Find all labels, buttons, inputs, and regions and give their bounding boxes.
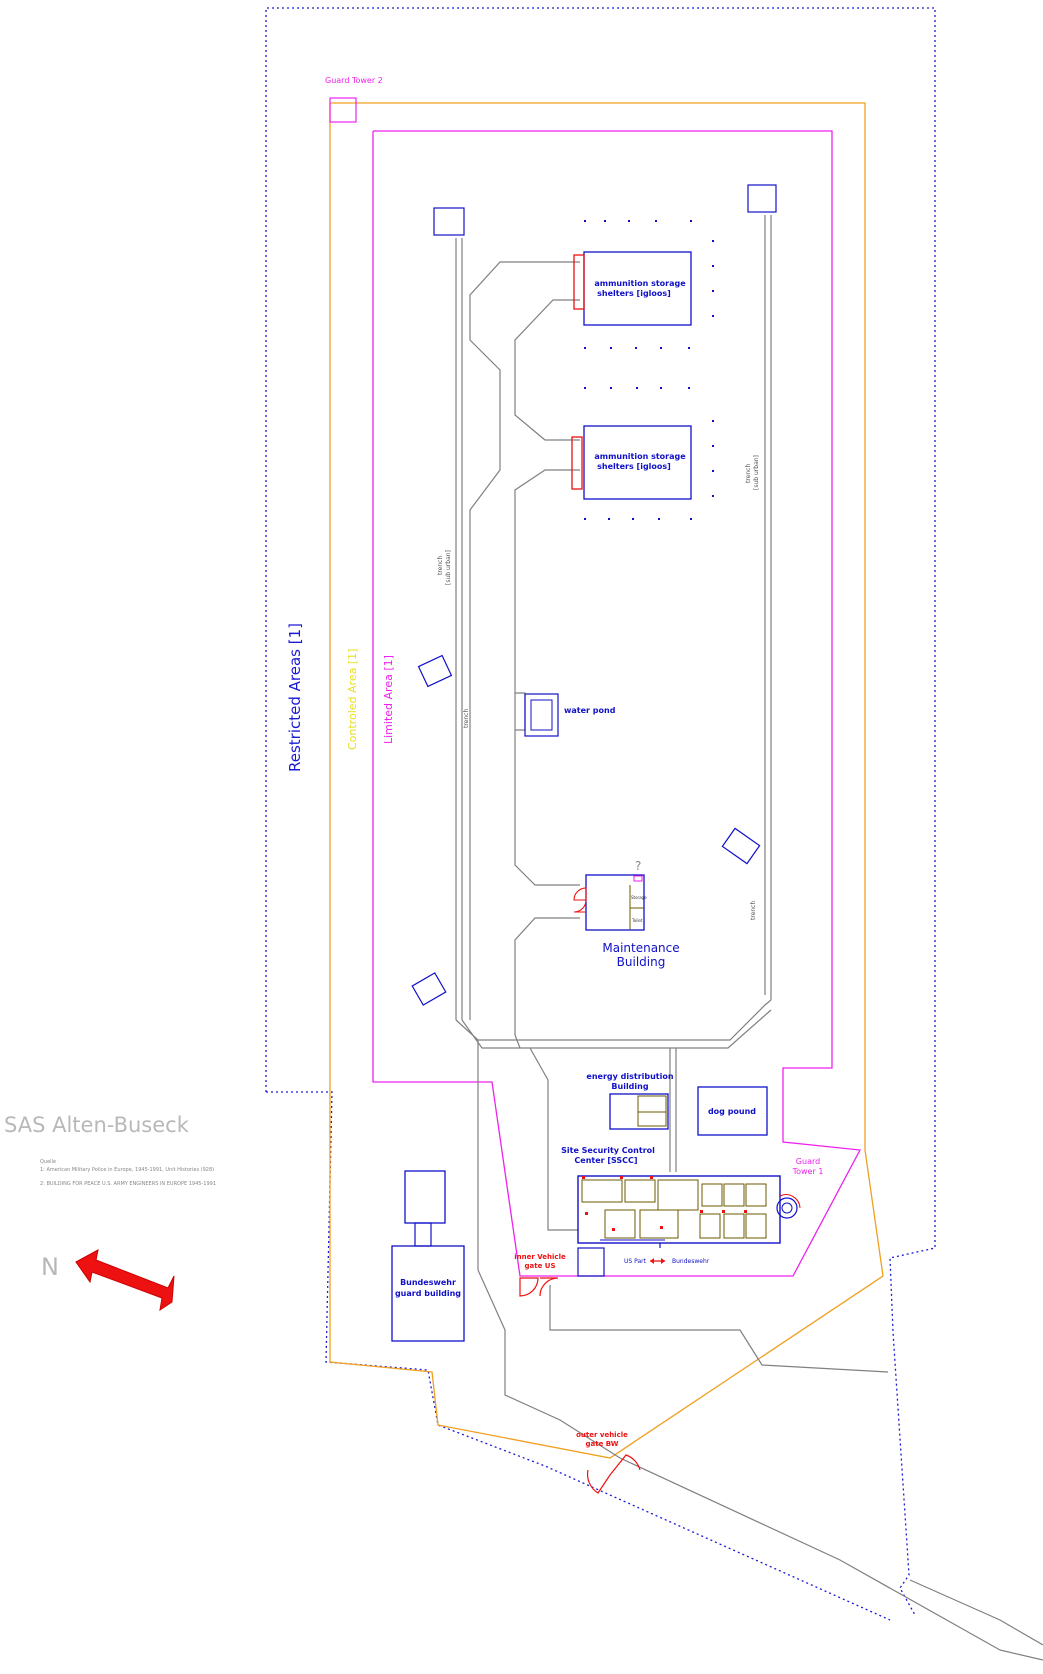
north-label: N (41, 1253, 59, 1281)
trench-left-label-1: trench (437, 556, 444, 575)
limited-area-boundary (372, 130, 862, 1277)
igloo-b-label-2: shelters [igloos] (597, 462, 671, 471)
bundeswehr-guard-building (391, 1245, 465, 1342)
controlled-area-boundary (329, 102, 884, 1459)
maintenance-toilet-label: Toilet (631, 918, 643, 923)
sources-line-1: 1: American Military Police in Europe, 1… (40, 1167, 214, 1173)
light-mast-5 (411, 972, 447, 1006)
energy-label-2: Building (611, 1082, 648, 1091)
dog-pound (697, 1086, 768, 1136)
light-mast-4 (721, 827, 761, 865)
us-part-label: US Part (624, 1258, 647, 1265)
water-pond-inner (530, 699, 553, 731)
igloo-a-label-1: ammunition storage (594, 279, 686, 288)
guard-tower-2-label: Guard Tower 2 (325, 76, 383, 85)
energy-label-1: energy distribution (586, 1072, 673, 1081)
light-mast-3 (417, 654, 453, 688)
trench-right-label-2: [sub urban] (753, 455, 760, 490)
maintenance-storage-label: Storage (631, 895, 647, 900)
guard-tower-2 (329, 97, 357, 123)
guard-tower-1-label-1: Guard (796, 1157, 820, 1166)
inner-gate-label-1: inner Vehicle (514, 1253, 566, 1261)
igloo-a-door (573, 254, 585, 310)
igloo-b-label-1: ammunition storage (594, 452, 686, 461)
maintenance-label-1: Maintenance (602, 941, 679, 955)
inner-gate-label-2: gate US (525, 1262, 556, 1270)
light-mast-2 (747, 184, 777, 213)
bw-connector (414, 1222, 432, 1247)
bw-watch-box (404, 1170, 446, 1224)
water-pond-label: water pond (564, 706, 616, 715)
maintenance-label-2: Building (617, 955, 666, 969)
trench-mid-label: trench (463, 709, 470, 728)
limited-area-label: Limited Area [1] (382, 655, 395, 744)
gate-booth (577, 1247, 605, 1277)
outer-gate-label-1: outer vehicle (576, 1431, 628, 1439)
guard-tower-1-label-2: Tower 1 (792, 1167, 824, 1176)
water-pond (524, 693, 559, 737)
inner-gate (519, 1277, 559, 1297)
road-jog (515, 692, 526, 731)
roads (455, 215, 1043, 1661)
bundeswehr-part-label: Bundeswehr (672, 1258, 710, 1265)
energy-building (609, 1093, 669, 1130)
restricted-area-boundary (265, 7, 936, 1616)
guard-tower-1 (776, 1197, 798, 1219)
trench-left-label-2: [sub urban] (445, 550, 452, 585)
bundeswehr-label-2: guard building (395, 1289, 461, 1298)
igloo-b-fence (584, 387, 714, 520)
maintenance-door (573, 887, 587, 913)
maintenance-question: ? (635, 859, 641, 873)
trench-right-label-1: trench (745, 464, 752, 483)
sscc-label-1: Site Security Control (561, 1146, 655, 1155)
igloo-a-label-2: shelters [igloos] (597, 289, 671, 298)
igloo-a-fence (584, 220, 714, 349)
sscc-rooms (581, 1179, 767, 1239)
outer-gate (586, 1454, 641, 1494)
sscc-doors (582, 1176, 747, 1231)
sources-line-2: 2: BUILDING FOR PEACE U.S. ARMY ENGINEER… (40, 1181, 216, 1187)
sscc-building (577, 1175, 781, 1244)
bundeswehr-label-1: Bundeswehr (400, 1278, 456, 1287)
sscc-label-2: Center [SSCC] (574, 1156, 637, 1165)
outer-gate-label-2: gate BW (586, 1440, 619, 1448)
dog-pound-label: dog pound (708, 1107, 756, 1116)
sources-heading: Quelle (40, 1159, 56, 1165)
red-arrow-icon (75, 1249, 175, 1312)
igloo-b (583, 425, 692, 500)
igloo-b-door (571, 436, 583, 490)
page-title: SAS Alten-Buseck (4, 1113, 190, 1137)
light-mast-1 (433, 207, 465, 236)
restricted-area-label: Restricted Areas [1] (286, 623, 304, 772)
restricted-area-boundary-west (266, 1091, 891, 1621)
controlled-area-label: Controled Area [1] (346, 649, 359, 750)
trench-right-low-label: trench (750, 901, 757, 920)
